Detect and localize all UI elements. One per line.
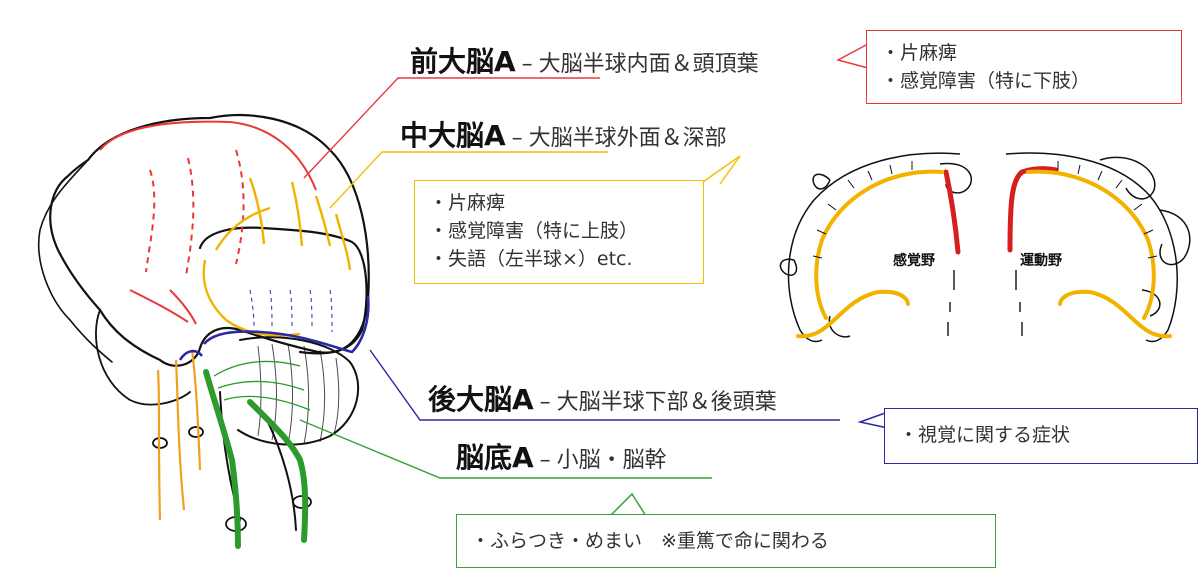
separator: – xyxy=(539,390,551,415)
label-middle-cerebral-artery: 中大脳A–大脳半球外面＆深部 xyxy=(400,122,727,150)
homunculus-illustration xyxy=(779,152,1191,343)
artery-region: 小脳・脳幹 xyxy=(556,448,667,473)
sensory-cortex-label: 感覚野 xyxy=(893,253,935,269)
separator: – xyxy=(511,126,523,151)
artery-region: 大脳半球外面＆深部 xyxy=(528,126,727,151)
symptoms-box-middle: ・片麻痺 ・感覚障害（特に上肢） ・失語（左半球×）etc. xyxy=(414,180,704,284)
symptom-item: ・失語（左半球×）etc. xyxy=(429,248,633,270)
artery-name: 前大脳A xyxy=(410,45,516,78)
label-anterior-cerebral-artery: 前大脳A–大脳半球内面＆頭頂葉 xyxy=(410,48,759,76)
symptoms-box-posterior: ・視覚に関する症状 xyxy=(884,408,1198,464)
motor-cortex-label: 運動野 xyxy=(1020,253,1062,269)
artery-name: 脳底A xyxy=(456,441,534,474)
callout-pointer-blue xyxy=(858,411,889,429)
symptom-item: ・ふらつき・めまい ※重篤で命に関わる xyxy=(471,530,829,552)
separator: – xyxy=(521,52,533,77)
symptoms-box-anterior: ・片麻痺 ・感覚障害（特に下肢） xyxy=(866,30,1182,104)
symptom-item: ・片麻痺 xyxy=(881,42,958,64)
symptoms-box-basilar: ・ふらつき・めまい ※重篤で命に関わる xyxy=(456,514,996,568)
artery-name: 中大脳A xyxy=(400,119,506,152)
artery-region: 大脳半球下部＆後頭葉 xyxy=(556,390,777,415)
symptom-item: ・感覚障害（特に下肢） xyxy=(881,70,1091,92)
callout-pointer-green xyxy=(609,492,647,517)
symptom-item: ・視覚に関する症状 xyxy=(899,424,1071,446)
symptom-item: ・片麻痺 xyxy=(429,192,506,214)
label-posterior-cerebral-artery: 後大脳A–大脳半球下部＆後頭葉 xyxy=(428,386,777,414)
separator: – xyxy=(539,448,551,473)
symptom-item: ・感覚障害（特に上肢） xyxy=(429,220,639,242)
callout-pointer-yellow xyxy=(699,155,741,185)
label-basilar-artery: 脳底A–小脳・脳幹 xyxy=(456,444,667,472)
artery-name: 後大脳A xyxy=(428,383,534,416)
artery-region: 大脳半球内面＆頭頂葉 xyxy=(538,52,759,77)
callout-pointer-red xyxy=(836,43,869,69)
